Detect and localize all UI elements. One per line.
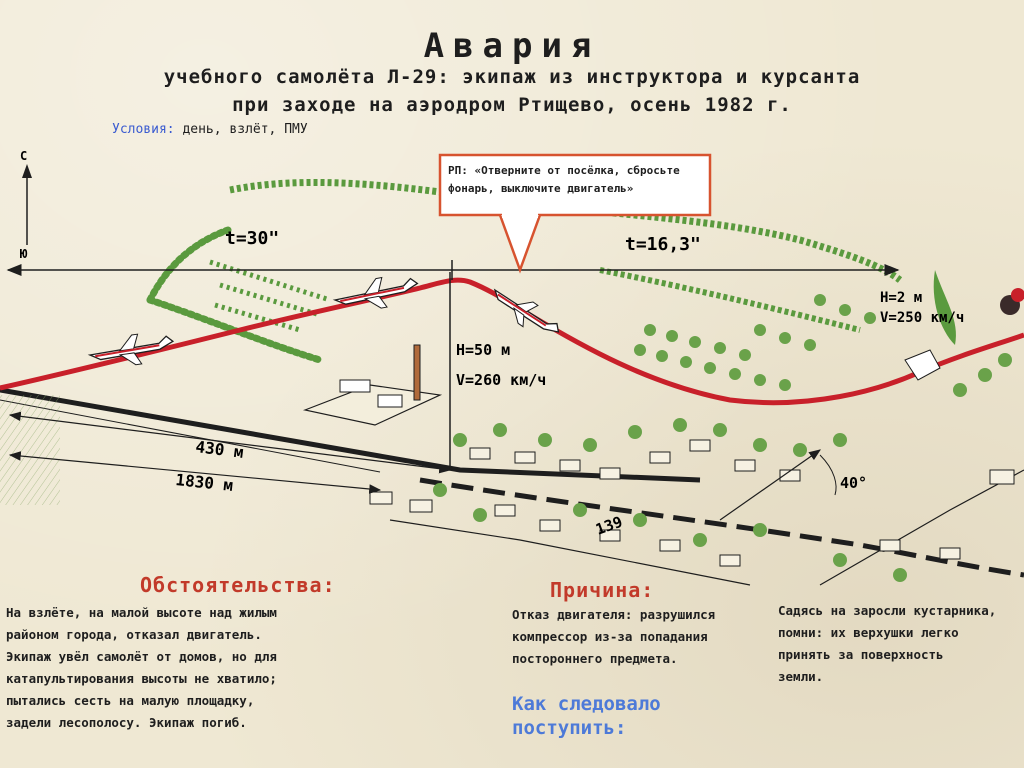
circumstances-line: районом города, отказал двигатель. <box>6 627 262 642</box>
factory-building <box>302 344 443 426</box>
circumstances-line: Экипаж увёл самолёт от домов, но для <box>6 649 277 664</box>
poster-subtitle-line-2: при заходе на аэродром Ртищево, осень 19… <box>232 94 792 116</box>
village-houses <box>369 439 1015 567</box>
circumstances-line: катапультирования высоты не хватило; <box>6 671 277 686</box>
compass-north-label: С <box>20 149 27 163</box>
crash-scene-diagram: С Ю <box>0 149 1024 586</box>
landing-note-line: помни: их верхушки легко <box>778 625 959 640</box>
cause-line: компрессор из-за попадания <box>512 629 708 644</box>
aircraft-icon-climb <box>332 276 419 309</box>
heading-marker: 139 40° <box>593 449 867 539</box>
aircraft-icon-turn <box>493 288 560 333</box>
flight-conditions: Условия: день, взлёт, ПМУ <box>112 122 308 137</box>
compass-south-label: Ю <box>20 247 28 261</box>
compass-rose: С Ю <box>20 149 32 261</box>
poster-subtitle-line-1: учебного самолёта Л-29: экипаж из инстру… <box>163 66 861 88</box>
circumstances-line: задели лесополосу. Экипаж погиб. <box>6 715 247 730</box>
field-hatching <box>0 395 60 505</box>
poster-title: Авария <box>423 26 601 66</box>
radio-callout <box>438 153 712 274</box>
how-to-act-heading-line-1: Как следовало <box>512 693 661 715</box>
time-scale: t=30" t=16,3" <box>6 228 900 280</box>
speed-label: V=260 км/ч <box>456 371 546 389</box>
landing-note-line: земли. <box>778 669 824 684</box>
cause-line: Отказ двигателя: разрушился <box>512 607 716 622</box>
impact-speed-label: V=250 км/ч <box>880 310 964 326</box>
road <box>389 469 1024 586</box>
circumstances-text: На взлёте, на малой высоте над жилым рай… <box>6 602 501 734</box>
crash-site-icon <box>904 270 1024 381</box>
aircraft-icon-takeoff <box>87 333 175 366</box>
cause-heading: Причина: <box>550 578 655 602</box>
landing-note-line: принять за поверхность <box>778 647 944 662</box>
altitude-label: H=50 м <box>456 341 510 359</box>
flight-conditions-label: Условия: <box>112 122 175 137</box>
landing-note-text: Садясь на заросли кустарника, помни: их … <box>778 600 1018 688</box>
landing-note-line: Садясь на заросли кустарника, <box>778 603 997 618</box>
circumstances-heading: Обстоятельства: <box>140 573 336 597</box>
forest-belts-left <box>146 226 331 364</box>
village-trees <box>433 353 1012 582</box>
angle-label: 40° <box>840 474 867 492</box>
distance-label-1: 430 м <box>195 437 245 462</box>
how-to-act-heading: Как следовало поступить: <box>512 692 661 740</box>
distance-label-2: 1830 м <box>175 470 234 495</box>
circumstances-line: пытались сесть на малую площадку, <box>6 693 255 708</box>
orchard-area <box>634 294 876 391</box>
circumstances-line: На взлёте, на малой высоте над жилым <box>6 605 277 620</box>
cause-text: Отказ двигателя: разрушился компрессор и… <box>512 604 762 670</box>
flight-conditions-value: день, взлёт, ПМУ <box>182 122 308 137</box>
altitude-marker: H=50 м V=260 км/ч <box>449 272 546 466</box>
cause-line: постороннего предмета. <box>512 651 678 666</box>
how-to-act-heading-line-2: поступить: <box>512 717 627 739</box>
impact-altitude-label: H=2 м <box>880 290 922 306</box>
time-interval-left: t=30" <box>225 228 279 249</box>
time-interval-right: t=16,3" <box>625 234 701 255</box>
